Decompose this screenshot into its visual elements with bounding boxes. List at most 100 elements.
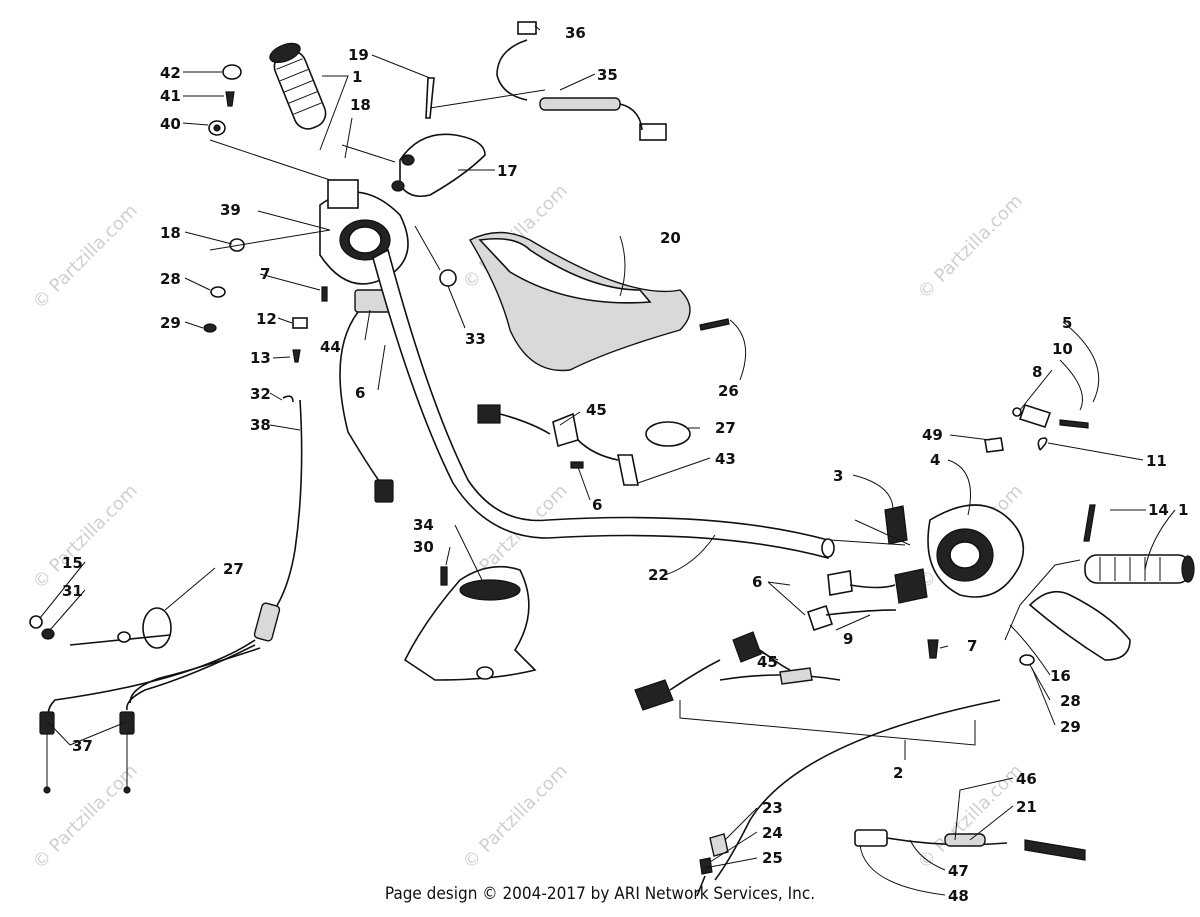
connector-36	[517, 21, 537, 35]
callout-21: 21	[1016, 798, 1037, 816]
callout-28-left: 28	[160, 270, 181, 288]
throttle-block-34	[403, 565, 537, 681]
callout-25: 25	[762, 849, 783, 867]
connector-3	[884, 505, 908, 545]
callout-19: 19	[348, 46, 369, 64]
callout-2: 2	[893, 764, 903, 782]
callout-12: 12	[256, 310, 277, 328]
callout-29-left: 29	[160, 314, 181, 332]
watermark-right: © Partzilla.com	[914, 190, 1027, 303]
callout-44: 44	[320, 338, 341, 356]
bolt-26	[699, 318, 730, 331]
screw-6b	[570, 461, 584, 469]
washer-28b	[1019, 654, 1035, 666]
callout-34: 34	[413, 516, 434, 534]
screw-41	[225, 91, 235, 107]
callout-27-left: 27	[223, 560, 244, 578]
callout-24: 24	[762, 824, 783, 842]
callout-39: 39	[220, 201, 241, 219]
bolt-19	[425, 77, 435, 119]
callout-4: 4	[930, 451, 940, 469]
hand-guard-20	[469, 231, 691, 372]
right-grip	[1084, 554, 1195, 584]
switch-housing-39	[319, 179, 409, 285]
harness-21	[944, 833, 986, 847]
callout-26: 26	[718, 382, 739, 400]
spring-11	[1037, 437, 1048, 451]
watermark-bottom-right: © Partzilla.com	[914, 760, 1027, 873]
callout-27-top: 27	[715, 419, 736, 437]
callout-11: 11	[1146, 452, 1167, 470]
callout-43: 43	[715, 450, 736, 468]
callout-49: 49	[922, 426, 943, 444]
callout-47: 47	[948, 862, 969, 880]
callout-17: 17	[497, 162, 518, 180]
leader-lines	[39, 25, 1176, 896]
callout-18-left: 18	[160, 224, 181, 242]
connector-43	[617, 454, 639, 486]
copyright-footer: Page design © 2004-2017 by ARI Network S…	[384, 884, 816, 904]
parts	[29, 21, 1195, 897]
callout-7-right: 7	[967, 637, 977, 655]
callout-15: 15	[62, 554, 83, 572]
callout-33: 33	[465, 330, 486, 348]
callout-31: 31	[62, 582, 83, 600]
cap-42	[222, 64, 242, 80]
watermark-bottom-center: © Partzilla.com	[459, 760, 572, 873]
washer-8	[1012, 407, 1022, 417]
callout-45-right: 45	[757, 653, 778, 671]
callout-40: 40	[160, 115, 181, 133]
callout-35: 35	[597, 66, 618, 84]
screw-7a	[321, 286, 328, 302]
watermark-left-low: © Partzilla.com	[29, 480, 142, 593]
clip-32	[282, 395, 294, 403]
callout-45-top: 45	[586, 401, 607, 419]
callout-37: 37	[72, 737, 93, 755]
callout-10: 10	[1052, 340, 1073, 358]
callout-48: 48	[948, 887, 969, 905]
screw-7b	[927, 639, 939, 659]
callout-46: 46	[1016, 770, 1037, 788]
callout-13: 13	[250, 349, 271, 367]
callout-7-left: 7	[260, 265, 270, 283]
bolt-14	[1083, 504, 1096, 542]
screw-30	[440, 566, 448, 586]
callout-28-right: 28	[1060, 692, 1081, 710]
clamp-27b	[142, 607, 172, 649]
harness-35	[539, 97, 621, 111]
callout-numbers: 42 41 40 1 19 36 35 18 17 39 18 20 28 7 …	[62, 24, 1188, 905]
switch-6c	[827, 570, 853, 596]
lever-bracket-17	[399, 133, 486, 198]
lever-pivot-10	[1018, 404, 1052, 428]
callout-20: 20	[660, 229, 681, 247]
callout-6-mid: 6	[355, 384, 365, 402]
callout-41: 41	[160, 87, 181, 105]
brake-lever-16	[1028, 590, 1131, 661]
clip-27-top	[645, 421, 691, 447]
callout-1-right: 1	[1178, 501, 1188, 519]
callout-29-right: 29	[1060, 718, 1081, 736]
callout-38: 38	[250, 416, 271, 434]
switch-45b	[732, 631, 762, 663]
callout-3: 3	[833, 467, 843, 485]
callout-9: 9	[843, 630, 853, 648]
cable-assembly-38	[39, 399, 303, 794]
handlebar-22	[372, 248, 835, 560]
screw-13	[292, 349, 301, 363]
callout-36: 36	[565, 24, 586, 42]
clip-33	[439, 269, 457, 287]
label-49	[984, 437, 1004, 453]
callout-42: 42	[160, 64, 181, 82]
callout-30: 30	[413, 538, 434, 556]
callout-32: 32	[250, 385, 271, 403]
bolt-5	[1059, 419, 1089, 429]
washer-28a	[210, 286, 226, 298]
callout-22: 22	[648, 566, 669, 584]
watermark-bottom-left: © Partzilla.com	[29, 760, 142, 873]
nut-15	[29, 615, 43, 629]
left-grip	[269, 42, 327, 130]
callout-23: 23	[762, 799, 783, 817]
clamp-12	[292, 317, 308, 329]
callout-6-right: 6	[752, 573, 762, 591]
